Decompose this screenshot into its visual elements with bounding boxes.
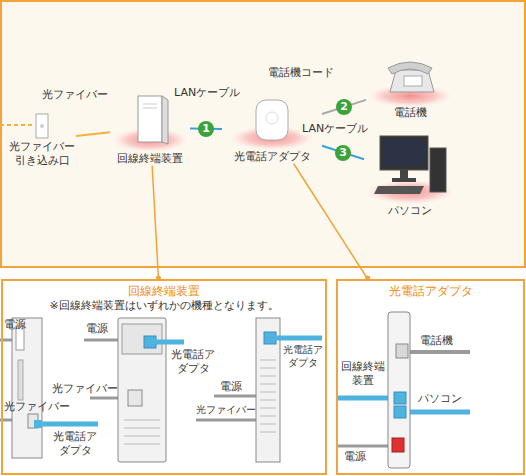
callout-number: 3 [335,145,351,161]
callout-number: 1 [198,121,214,137]
node-label: 電話機 [366,106,454,120]
device-icon [110,90,190,152]
device-icon [8,112,76,140]
top-panel [1,1,525,267]
edge-label: LANケーブル [300,122,370,135]
part-label: 電源 [4,318,26,332]
part-label: 光電話アダプタ [52,430,98,458]
device-icon [364,130,456,204]
onu-device-c [196,318,322,462]
adapter-device [338,312,470,468]
connector [294,164,368,279]
callout-number: 2 [336,99,352,115]
node-label: 光電話アダプタ [222,150,322,164]
connector [322,100,366,114]
connector [76,132,110,136]
part-label: 光電話アダプタ [170,348,216,376]
part-label: 光電話アダプタ [282,344,324,369]
part-label: パソコン [418,392,462,406]
node-label: 光ファイバー引き込み口 [8,140,76,168]
panel-box: 回線終端装置※回線終端装置はいずれかの機種となります。 [1,279,327,475]
part-label: 光ファイバー [196,404,256,417]
panel-title: 光電話アダプタ [338,284,523,299]
device-node: 回線終端装置 [110,90,190,166]
panel-title: 回線終端装置 [3,284,325,299]
part-label: 電源 [344,450,366,464]
fiber-incoming [0,124,34,126]
part-label: 回線終端装置 [340,360,386,388]
part-label: 光ファイバー [4,400,70,414]
part-label: 電源 [220,380,242,394]
part-label: 電源 [86,322,108,336]
part-label: 電話機 [420,334,453,348]
panel-note: ※回線終端装置はいずれかの機種となります。 [3,299,325,313]
device-node: 電話機 [366,52,454,120]
node-label: 回線終端装置 [110,152,190,166]
device-node: パソコン [364,130,456,218]
part-label: 光ファイバー [52,382,118,396]
connector [152,166,158,279]
edge-label: 電話機コード [266,66,336,79]
device-node: 光ファイバー引き込み口 [8,112,76,168]
edge-label: LANケーブル [172,86,242,99]
edge-label: 光ファイバー [40,88,110,101]
node-label: パソコン [364,204,456,218]
device-icon [366,52,454,106]
